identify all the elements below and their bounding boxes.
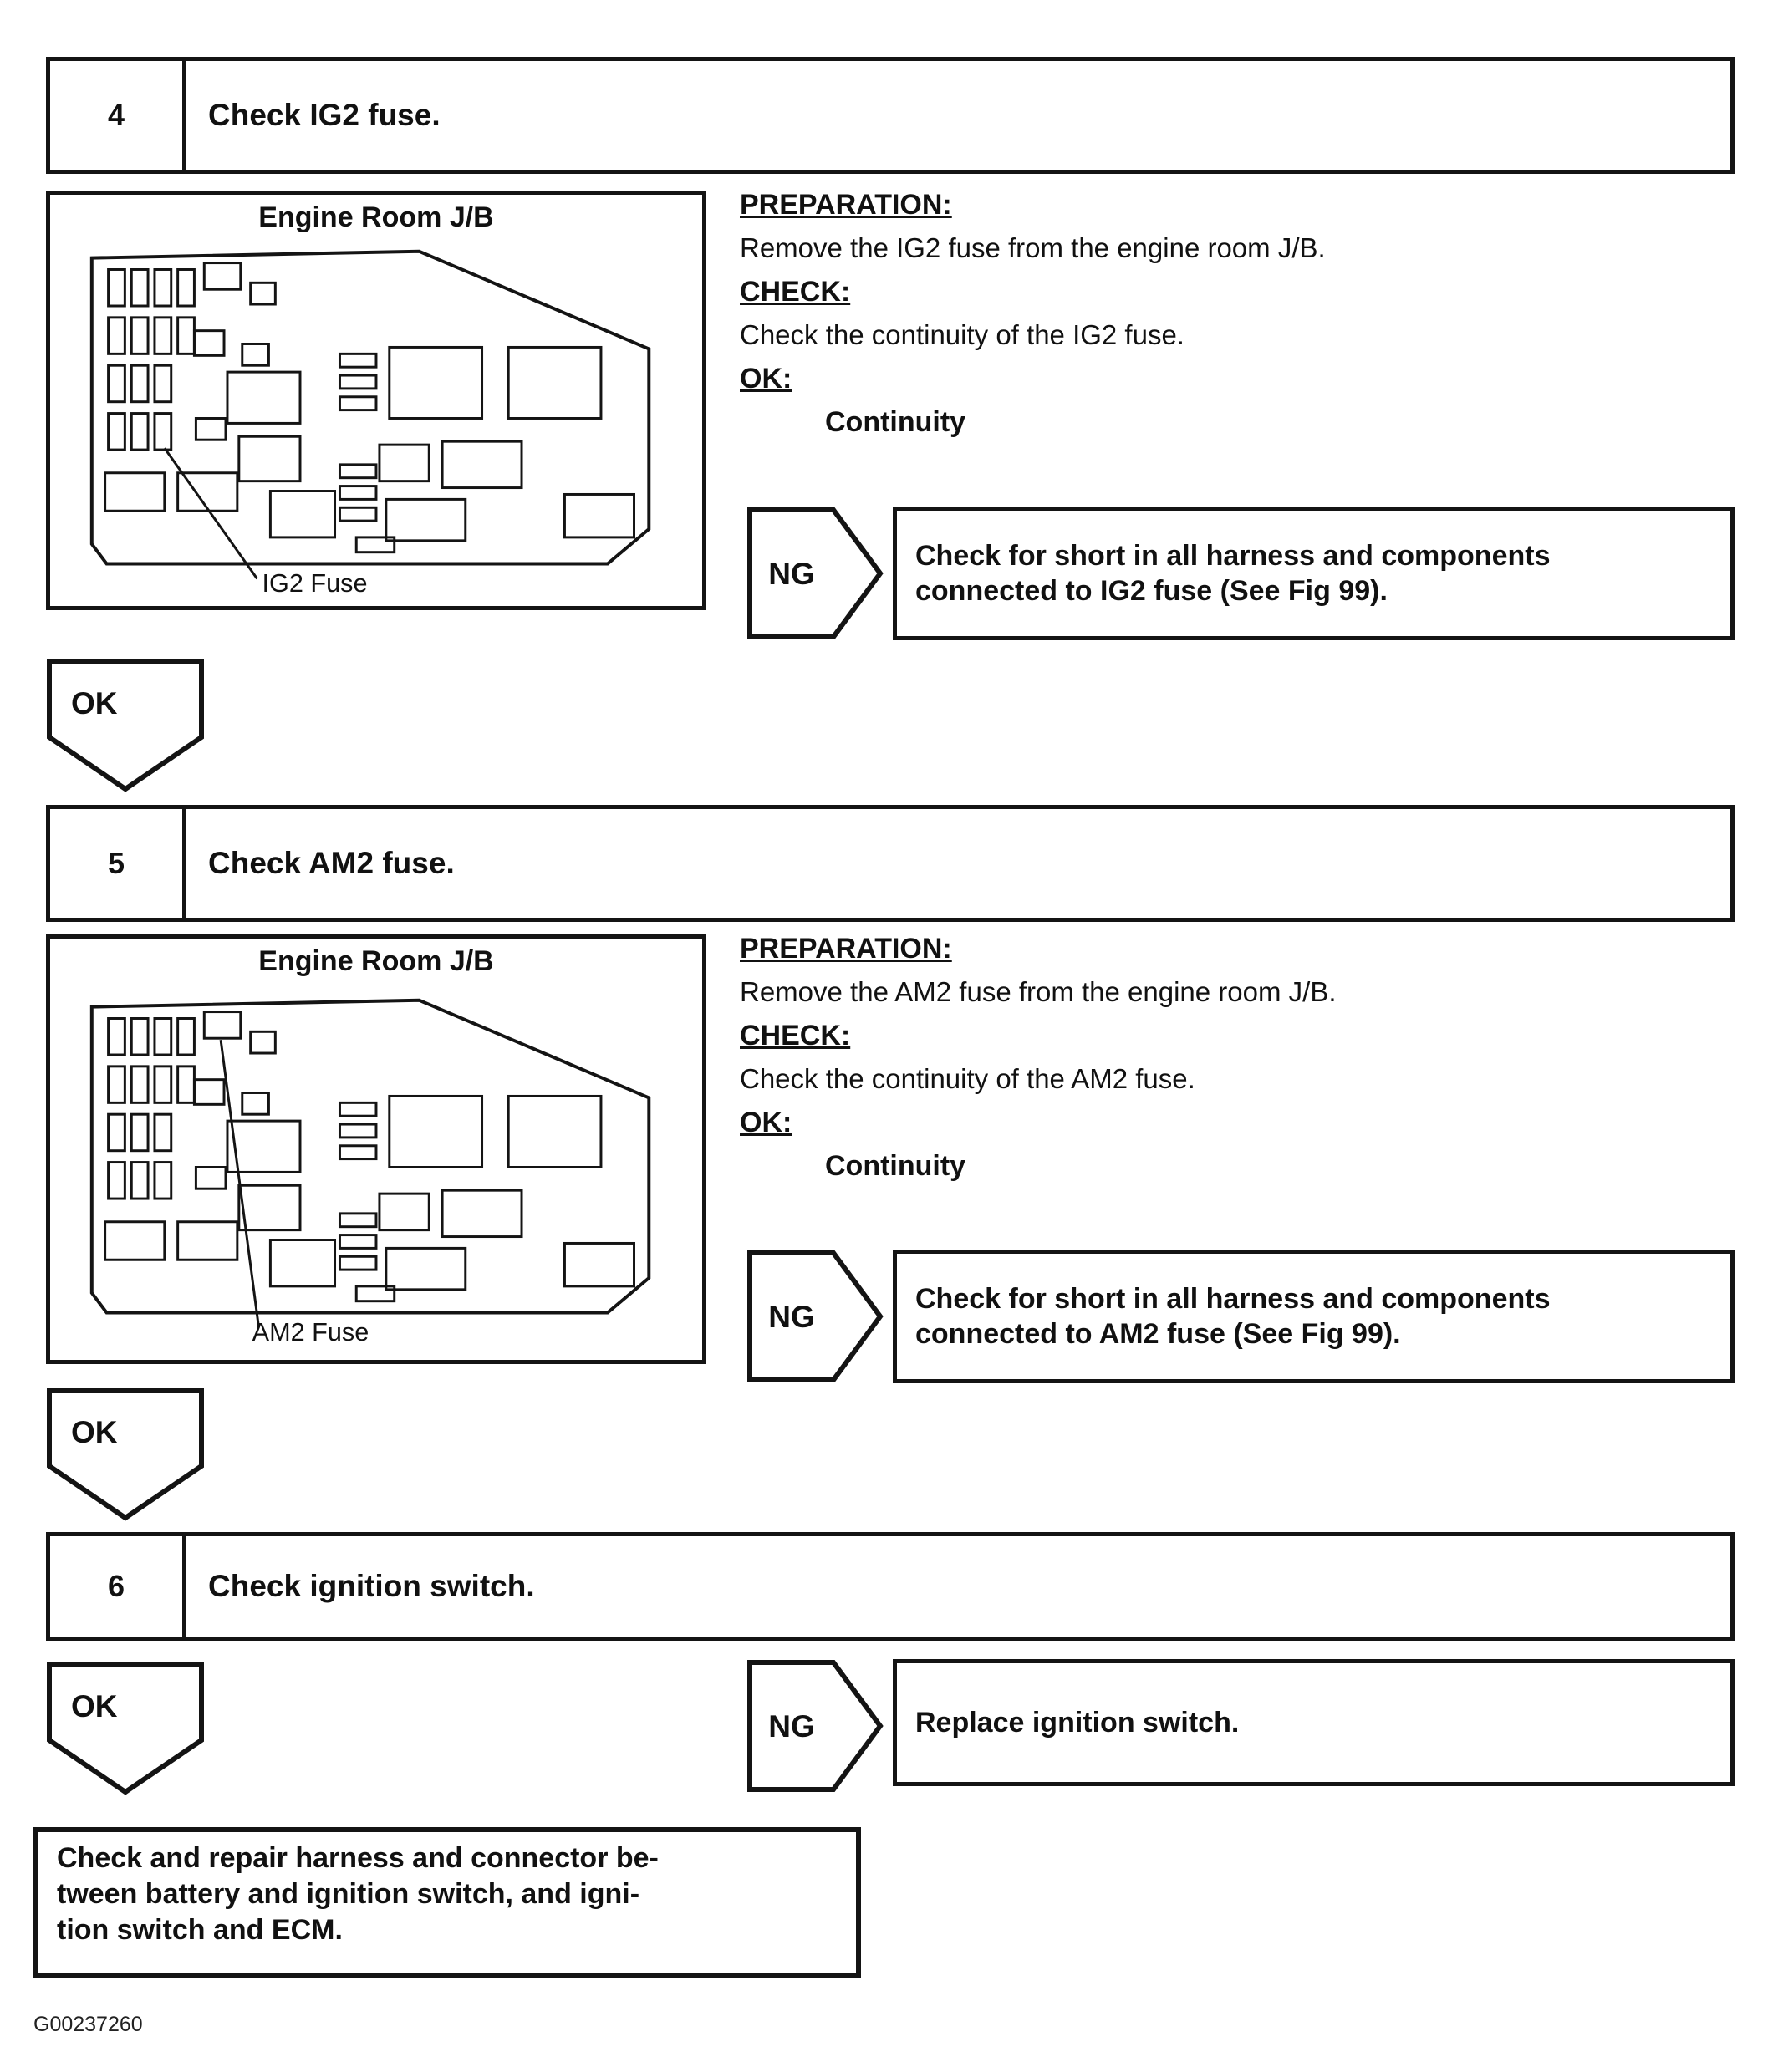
step-5-header: 5 Check AM2 fuse. <box>46 805 1735 922</box>
ng-action-box-step6: Replace ignition switch. <box>893 1659 1735 1786</box>
fusebox-figure-step4: Engine Room J/B <box>46 191 706 610</box>
ok-heading: OK: <box>740 1107 792 1138</box>
step-5-number: 5 <box>50 809 186 918</box>
ng-action-line: connected to AM2 fuse (See Fig 99). <box>915 1318 1401 1350</box>
ng-action-line: connected to IG2 fuse (See Fig 99). <box>915 575 1388 607</box>
fusebox-figure-step5: Engine Room J/B <box>46 934 706 1364</box>
ok-arrow-shape <box>47 659 204 792</box>
final-action-line: Check and repair harness and connector b… <box>57 1842 659 1874</box>
ng-arrow-shape <box>747 1250 884 1382</box>
ok-arrow-shape <box>47 1662 204 1795</box>
check-text: Check the continuity of the AM2 fuse. <box>740 1063 1195 1094</box>
ng-action-box-step5: Check for short in all harness and compo… <box>893 1250 1735 1383</box>
ng-connector-step4: NG <box>746 507 884 644</box>
step-6-number: 6 <box>50 1536 186 1637</box>
ng-label: NG <box>768 1300 815 1334</box>
ok-label: OK <box>71 1689 118 1723</box>
ng-action-line: Check for short in all harness and compo… <box>915 539 1551 572</box>
ng-label: NG <box>768 1709 815 1744</box>
ng-arrow-shape <box>747 507 884 639</box>
ng-arrow-shape <box>747 1660 884 1792</box>
preparation-text: Remove the IG2 fuse from the engine room… <box>740 232 1326 263</box>
ng-connector-step6: NG <box>746 1659 884 1797</box>
check-heading: CHECK: <box>740 1020 851 1051</box>
figure-title: Engine Room J/B <box>258 201 494 233</box>
ng-action-line: Replace ignition switch. <box>915 1706 1240 1739</box>
step-6-header: 6 Check ignition switch. <box>46 1532 1735 1641</box>
step-4-header: 4 Check IG2 fuse. <box>46 57 1735 174</box>
step-5-title: Check AM2 fuse. <box>208 846 455 880</box>
fuse-label: AM2 Fuse <box>252 1318 369 1347</box>
ok-connector-step4: OK <box>46 659 205 797</box>
step-6-title: Check ignition switch. <box>208 1569 535 1603</box>
fusebox-diagram-am2: AM2 Fuse <box>89 998 651 1347</box>
ok-value: Continuity <box>825 1150 966 1182</box>
step-5-instructions: PREPARATION: Remove the AM2 fuse from th… <box>740 933 1751 1183</box>
step-4-instructions: PREPARATION: Remove the IG2 fuse from th… <box>740 189 1751 439</box>
figure-title: Engine Room J/B <box>258 945 494 977</box>
fuse-leader-line <box>163 447 258 580</box>
figure-id-code: G00237260 <box>33 2013 143 2036</box>
ng-connector-step5: NG <box>746 1250 884 1387</box>
ok-connector-step6: OK <box>46 1662 205 1800</box>
ok-arrow-shape <box>47 1388 204 1521</box>
ok-value: Continuity <box>825 406 966 438</box>
step-4-number: 4 <box>50 61 186 170</box>
ng-label: NG <box>768 557 815 591</box>
ng-action-box-step4: Check for short in all harness and compo… <box>893 507 1735 640</box>
preparation-heading: PREPARATION: <box>740 933 952 965</box>
check-text: Check the continuity of the IG2 fuse. <box>740 319 1184 350</box>
final-action-box: Check and repair harness and connector b… <box>33 1827 861 1978</box>
final-action-line: tion switch and ECM. <box>57 1914 343 1947</box>
ok-heading: OK: <box>740 363 792 395</box>
fuse-label: IG2 Fuse <box>262 569 368 598</box>
ok-connector-step5: OK <box>46 1387 205 1525</box>
fusebox-diagram-ig2: IG2 Fuse <box>89 249 651 598</box>
ok-label: OK <box>71 1415 118 1449</box>
fusebox-outline <box>89 998 651 1315</box>
ok-label: OK <box>71 686 118 720</box>
fusebox-outline <box>89 249 651 566</box>
fuse-leader-line <box>219 1040 261 1328</box>
step-4-title: Check IG2 fuse. <box>208 98 441 132</box>
preparation-heading: PREPARATION: <box>740 189 952 221</box>
check-heading: CHECK: <box>740 276 851 308</box>
final-action-line: tween battery and ignition switch, and i… <box>57 1878 640 1911</box>
fuse-slots <box>104 1011 635 1303</box>
preparation-text: Remove the AM2 fuse from the engine room… <box>740 976 1337 1007</box>
ng-action-line: Check for short in all harness and compo… <box>915 1282 1551 1315</box>
fuse-slots <box>104 262 635 554</box>
